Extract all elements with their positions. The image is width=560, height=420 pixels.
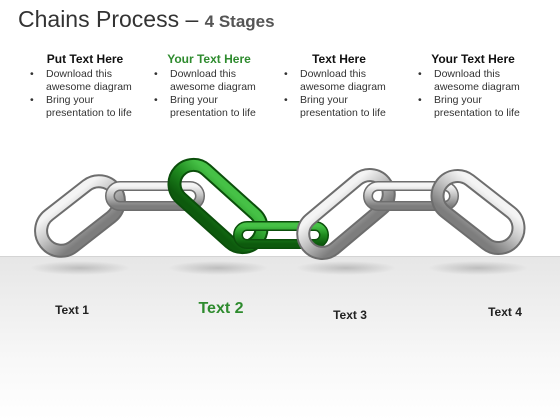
column-3-bullets: Download this awesome diagram Bring your… (280, 68, 398, 120)
column-2: Your Text Here Download this awesome dia… (150, 52, 268, 120)
column-4-heading: Your Text Here (431, 52, 515, 66)
link-2-shadow (168, 261, 268, 275)
column-3: Text Here Download this awesome diagram … (280, 52, 398, 120)
column-1: Put Text Here Download this awesome diag… (26, 52, 144, 120)
column-4-bullets: Download this awesome diagram Bring your… (414, 68, 532, 120)
chain-link-connector-2 (233, 221, 329, 249)
slide-title: Chains Process – 4 Stages (18, 6, 275, 33)
column-1-bullet-1: Download this awesome diagram (26, 68, 144, 94)
chain-link-connector-3 (363, 181, 459, 211)
column-4-bullet-1: Download this awesome diagram (414, 68, 532, 94)
floor-horizon-line (0, 256, 560, 257)
column-2-bullet-1: Download this awesome diagram (150, 68, 268, 94)
title-sub: 4 Stages (204, 12, 275, 31)
stage-label-3: Text 3 (333, 308, 367, 322)
column-2-bullets: Download this awesome diagram Bring your… (150, 68, 268, 120)
column-4-bullet-2: Bring your presentation to life (414, 94, 532, 120)
stage-label-4: Text 4 (488, 305, 522, 319)
column-3-bullet-1: Download this awesome diagram (280, 68, 398, 94)
column-1-heading: Put Text Here (46, 52, 124, 66)
link-1-shadow (30, 261, 130, 275)
chain-link-connector-1 (105, 181, 205, 211)
column-1-bullets: Download this awesome diagram Bring your… (26, 68, 144, 120)
column-3-heading: Text Here (312, 52, 366, 66)
link-3-shadow (296, 261, 396, 275)
stage-label-2: Text 2 (198, 300, 244, 317)
chain-link-4 (430, 168, 526, 256)
column-2-bullet-2: Bring your presentation to life (150, 94, 268, 120)
title-dash: – (179, 6, 205, 32)
column-2-heading: Your Text Here (167, 52, 251, 66)
column-1-bullet-2: Bring your presentation to life (26, 94, 144, 120)
column-4: Your Text Here Download this awesome dia… (414, 52, 532, 120)
column-3-bullet-2: Bring your presentation to life (280, 94, 398, 120)
floor-background (0, 256, 560, 420)
link-4-shadow (428, 261, 528, 275)
title-main: Chains Process (18, 6, 180, 32)
stage-label-1: Text 1 (55, 303, 89, 317)
